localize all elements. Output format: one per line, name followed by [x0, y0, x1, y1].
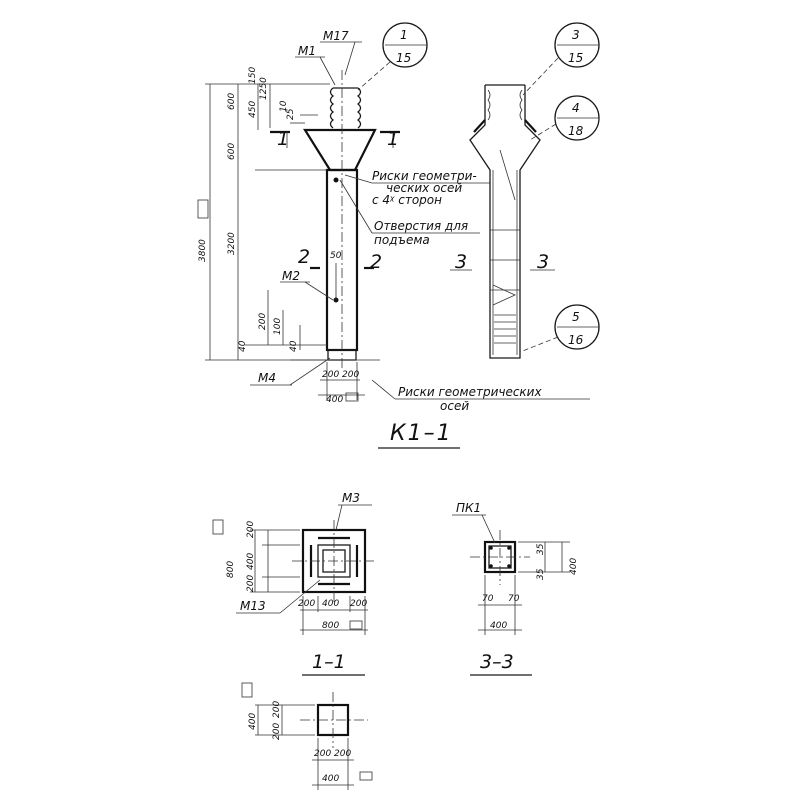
note-bottom-risks-2: осей: [440, 399, 469, 413]
section-label-1-right: 1: [387, 128, 399, 150]
dim-10: 10: [279, 100, 289, 112]
elevation-marks: М17 М1 М2 М4 1 1 2 2: [250, 29, 399, 386]
dim-25: 25: [286, 108, 296, 120]
section-1-1: 800 400 200 200 200 400 200 800 М3 М13 1…: [212, 491, 376, 676]
callout-4-18: 4 18: [529, 95, 600, 141]
dim-1250: 1250: [259, 77, 269, 100]
callout-1-15: 1 15: [357, 22, 428, 91]
section-title-3-3: 3–3: [480, 651, 514, 673]
svg-text:15: 15: [396, 51, 411, 65]
dim-800-vert: 800: [226, 561, 236, 578]
svg-text:3: 3: [572, 28, 580, 42]
note-risks-3: с 4ᵡ сторон: [372, 193, 442, 207]
svg-text:18: 18: [568, 124, 584, 138]
dim-3200: 3200: [227, 232, 237, 255]
section-label-1-left: 1: [277, 128, 289, 150]
column-funnel: [303, 128, 377, 172]
section-2-2: 400 200 200 200 200 400: [241, 682, 373, 790]
main-title-group: К1–1: [378, 421, 460, 449]
dim-70a: 70: [482, 594, 494, 604]
mark-m3: М3: [342, 491, 360, 505]
dim-70b: 70: [508, 594, 520, 604]
dim-400-vert: 400: [246, 553, 256, 570]
dim-40b: 40: [289, 340, 299, 352]
cage-outline: [469, 85, 541, 359]
dim-400-22-horiz: 400: [322, 774, 339, 784]
mark-m4: М4: [258, 371, 276, 385]
mark-pk1: ПК1: [456, 501, 481, 515]
section-label-3-right: 3: [537, 251, 549, 273]
head-left-contour: [329, 87, 335, 129]
dim-400-horiz: 400: [322, 599, 339, 609]
dim-200-22-vert-a: 200: [272, 701, 282, 718]
dim-200a: 200: [258, 313, 268, 330]
dim-200-horiz-b: 200: [350, 599, 367, 609]
dim-50: 50: [330, 251, 342, 261]
dim-200-22-vert-b: 200: [272, 723, 282, 740]
column-elevation: [270, 70, 400, 370]
dim-400-33-horiz: 400: [490, 621, 507, 631]
dim-40a: 40: [238, 340, 248, 352]
mark-m17: М17: [323, 29, 349, 43]
dim-150: 150: [248, 67, 258, 84]
reinforcement-view: 3 3: [450, 84, 555, 359]
dim-100: 100: [273, 318, 283, 335]
note-risks-2: ческих осей: [386, 181, 462, 195]
svg-text:5: 5: [572, 310, 580, 324]
dim-200-200: 200 200: [322, 370, 359, 380]
mark-m2: М2: [282, 269, 300, 283]
svg-text:15: 15: [568, 51, 583, 65]
svg-text:4: 4: [572, 101, 580, 115]
svg-text:16: 16: [568, 333, 584, 347]
note-bottom-risks-1: Риски геометрических: [398, 385, 542, 399]
dim-400-22-vert: 400: [248, 713, 258, 730]
dim-35a: 35: [536, 543, 546, 555]
dim-35b: 35: [536, 568, 546, 580]
head-right-contour: [356, 87, 362, 129]
section-label-3-left: 3: [455, 251, 467, 273]
svg-text:1: 1: [400, 28, 408, 42]
elevation-notes: Риски геометри- ческих осей с 4ᵡ сторон …: [339, 169, 590, 413]
dim-200-horiz-a: 200: [298, 599, 315, 609]
dim-200-vert-b: 200: [246, 575, 256, 592]
dim-600a: 600: [227, 93, 237, 110]
dim-450: 450: [248, 101, 258, 118]
dim-3800: 3800: [198, 239, 208, 262]
dim-600b: 600: [227, 143, 237, 160]
dim-400-33-vert: 400: [569, 558, 579, 575]
elevation-dimension-text: 3800 3200 600 600 150 1250 450 25 10 50 …: [197, 67, 359, 405]
dim-400a: 400: [326, 395, 343, 405]
main-title: К1–1: [390, 421, 453, 446]
section-label-2-right: 2: [370, 251, 382, 273]
callout-3-15: 3 15: [522, 22, 600, 96]
dim-200-200-22: 200 200: [314, 749, 351, 759]
mark-m13: М13: [240, 599, 266, 613]
dim-800-horiz: 800: [322, 621, 339, 631]
section-title-1-1: 1–1: [312, 651, 346, 673]
note-holes-2: подъема: [374, 233, 430, 247]
elevation-dimensions: [205, 83, 380, 400]
note-risks-1: Риски геометри-: [372, 169, 477, 183]
section-label-2-left: 2: [298, 246, 310, 268]
mark-m1: М1: [298, 44, 316, 58]
callout-5-16: 5 16: [519, 304, 600, 353]
lift-hole-top: [333, 177, 339, 183]
note-holes-1: Отверстия для: [374, 219, 468, 233]
section-3-3: 35 35 400 70 70 400 ПК1 3–3: [452, 501, 579, 676]
dim-200-vert-a: 200: [246, 521, 256, 538]
